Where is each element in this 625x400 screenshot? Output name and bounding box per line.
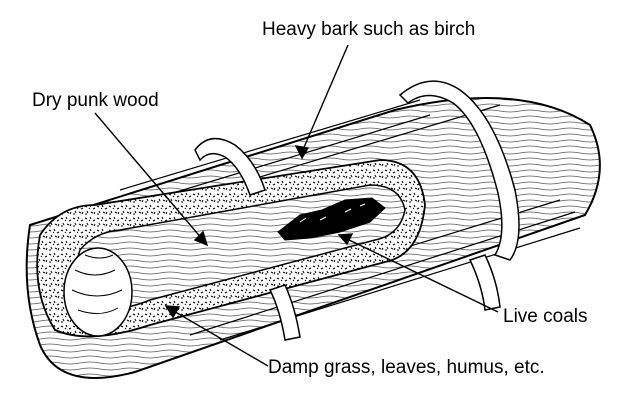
- live-coals-label: Live coals: [503, 306, 588, 327]
- end-grain: [63, 247, 133, 337]
- live-coals: [277, 197, 386, 241]
- damp-grass-label: Damp grass, leaves, humus, etc.: [268, 357, 545, 378]
- rope-bindings: [194, 80, 520, 341]
- dry-punk-wood-label: Dry punk wood: [32, 90, 159, 111]
- heavy-bark-label: Heavy bark such as birch: [262, 19, 476, 40]
